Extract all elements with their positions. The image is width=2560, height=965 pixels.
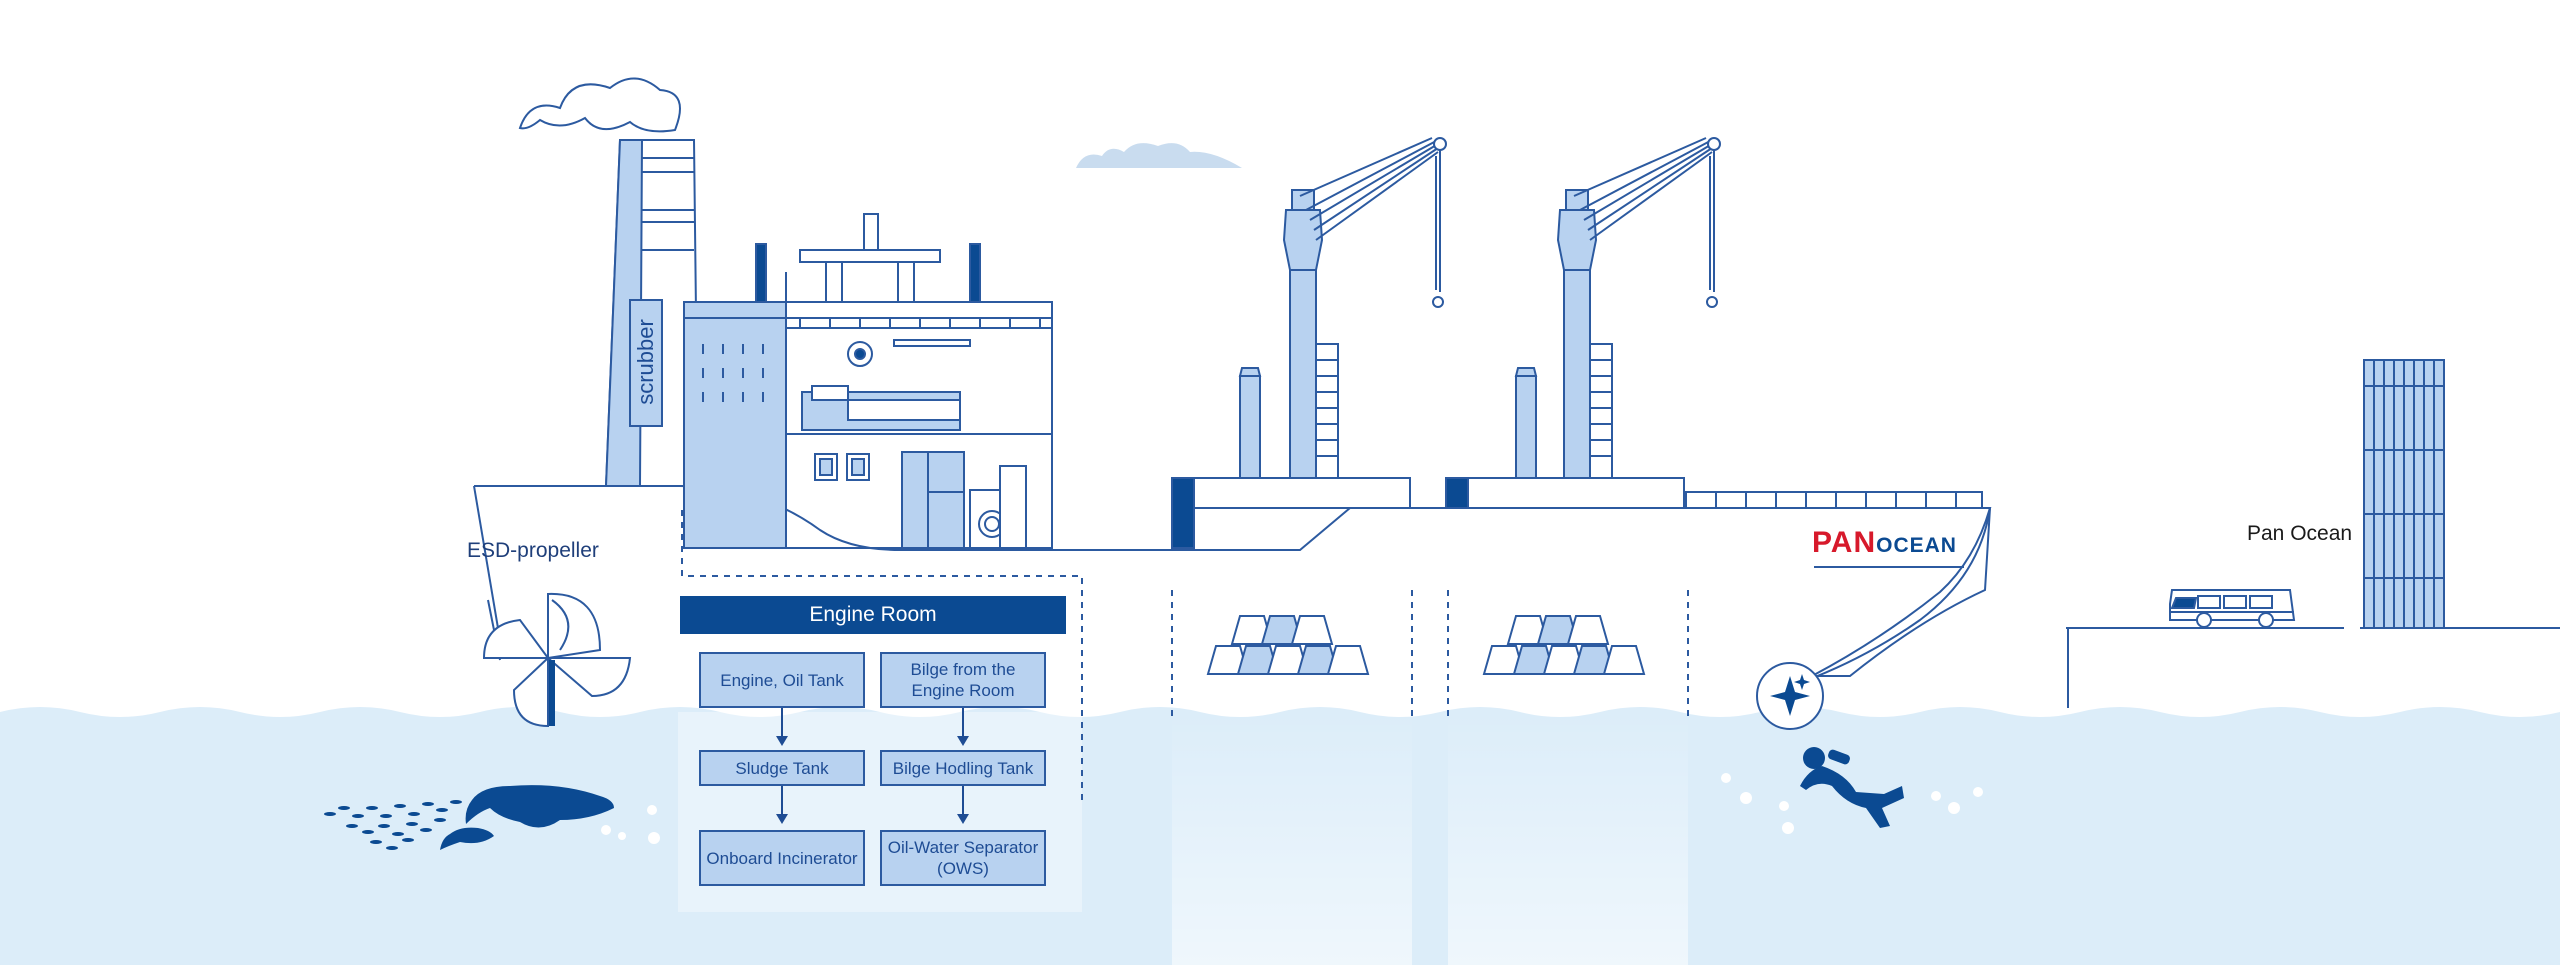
cargo-ingots-2 xyxy=(1482,615,1646,675)
bilge-holding-tank-box: Bilge Hodling Tank xyxy=(880,750,1046,786)
onboard-incinerator-box: Onboard Incinerator xyxy=(699,830,865,886)
pan-ocean-logo: PANOCEAN xyxy=(1812,526,1957,560)
logo-pan: PAN xyxy=(1812,526,1877,559)
whale-icon xyxy=(440,785,614,850)
cargo-shaft-2 xyxy=(1448,712,1688,965)
esd-propeller-label: ESD-propeller xyxy=(467,539,599,562)
ship-hull xyxy=(473,485,1992,678)
pier xyxy=(2066,627,2560,708)
engine-room-outline xyxy=(681,510,1083,800)
crane-2 xyxy=(1445,137,1721,509)
bilge-engine-room-box: Bilge from the Engine Room xyxy=(880,652,1046,708)
van-icon xyxy=(2169,589,2296,628)
engine-room-header: Engine Room xyxy=(680,596,1066,634)
engine-oil-tank-box: Engine, Oil Tank xyxy=(699,652,865,708)
logo-ocean: OCEAN xyxy=(1876,534,1957,557)
fish-school-icon xyxy=(324,800,462,850)
cargo-ingots-1 xyxy=(1206,615,1370,675)
ows-box: Oil-Water Separator (OWS) xyxy=(880,830,1046,886)
diver-icon xyxy=(1800,747,1904,828)
scrubber-label: scrubber xyxy=(633,319,658,405)
smoke-cloud-icon xyxy=(518,77,681,133)
containers xyxy=(1685,491,1983,509)
bubbles-left xyxy=(601,805,660,844)
logo-underline xyxy=(1814,566,1964,568)
cargo-hold-lines xyxy=(1171,590,1689,720)
bow-thruster-icon xyxy=(1756,662,1824,730)
sky-cloud-icon xyxy=(1076,143,1242,168)
bubbles-right xyxy=(1721,773,1983,834)
port-label: Pan Ocean xyxy=(2247,522,2353,545)
cargo-shaft-1 xyxy=(1172,712,1412,965)
accommodation xyxy=(683,213,1053,549)
port-building xyxy=(2363,359,2445,629)
propeller-icon xyxy=(482,592,632,728)
sludge-tank-box: Sludge Tank xyxy=(699,750,865,786)
crane-1 xyxy=(1171,137,1447,549)
